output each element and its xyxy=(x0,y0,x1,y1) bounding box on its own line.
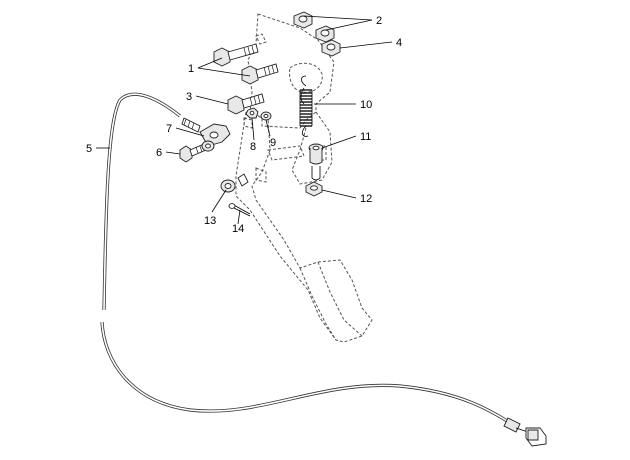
throttle-cable-5 xyxy=(100,92,547,447)
callout-9: 9 xyxy=(270,137,276,149)
washer-13 xyxy=(220,173,249,193)
washer-6b xyxy=(201,140,215,152)
nut-12 xyxy=(305,181,323,197)
bolt-3 xyxy=(227,93,265,115)
clevis-7 xyxy=(181,117,231,147)
callout-12: 12 xyxy=(360,193,372,205)
callout-2: 2 xyxy=(376,15,382,27)
callout-8: 8 xyxy=(250,141,256,153)
nut-8 xyxy=(245,107,259,119)
callout-14: 14 xyxy=(232,223,244,235)
callout-4: 4 xyxy=(396,37,402,49)
callouts: 1 2 3 4 5 6 7 8 9 10 11 12 13 14 xyxy=(86,15,402,235)
leader-lines xyxy=(96,15,393,225)
bolt-1a xyxy=(213,43,259,67)
nut-4 xyxy=(321,39,341,57)
callout-13: 13 xyxy=(204,215,216,227)
callout-10: 10 xyxy=(360,99,372,111)
callout-6: 6 xyxy=(156,147,162,159)
return-spring-10 xyxy=(299,75,313,137)
pin-11 xyxy=(308,143,324,181)
callout-5: 5 xyxy=(86,143,92,155)
bolt-1b xyxy=(241,63,279,85)
nut-2b xyxy=(315,25,335,43)
callout-3: 3 xyxy=(186,91,192,103)
nut-2a xyxy=(293,11,313,29)
callout-7: 7 xyxy=(166,123,172,135)
cotter-pin-14 xyxy=(228,203,251,217)
callout-1: 1 xyxy=(188,63,194,75)
washer-9 xyxy=(260,111,272,121)
pedal-arm-phantom xyxy=(235,111,373,343)
callout-11: 11 xyxy=(360,131,371,143)
